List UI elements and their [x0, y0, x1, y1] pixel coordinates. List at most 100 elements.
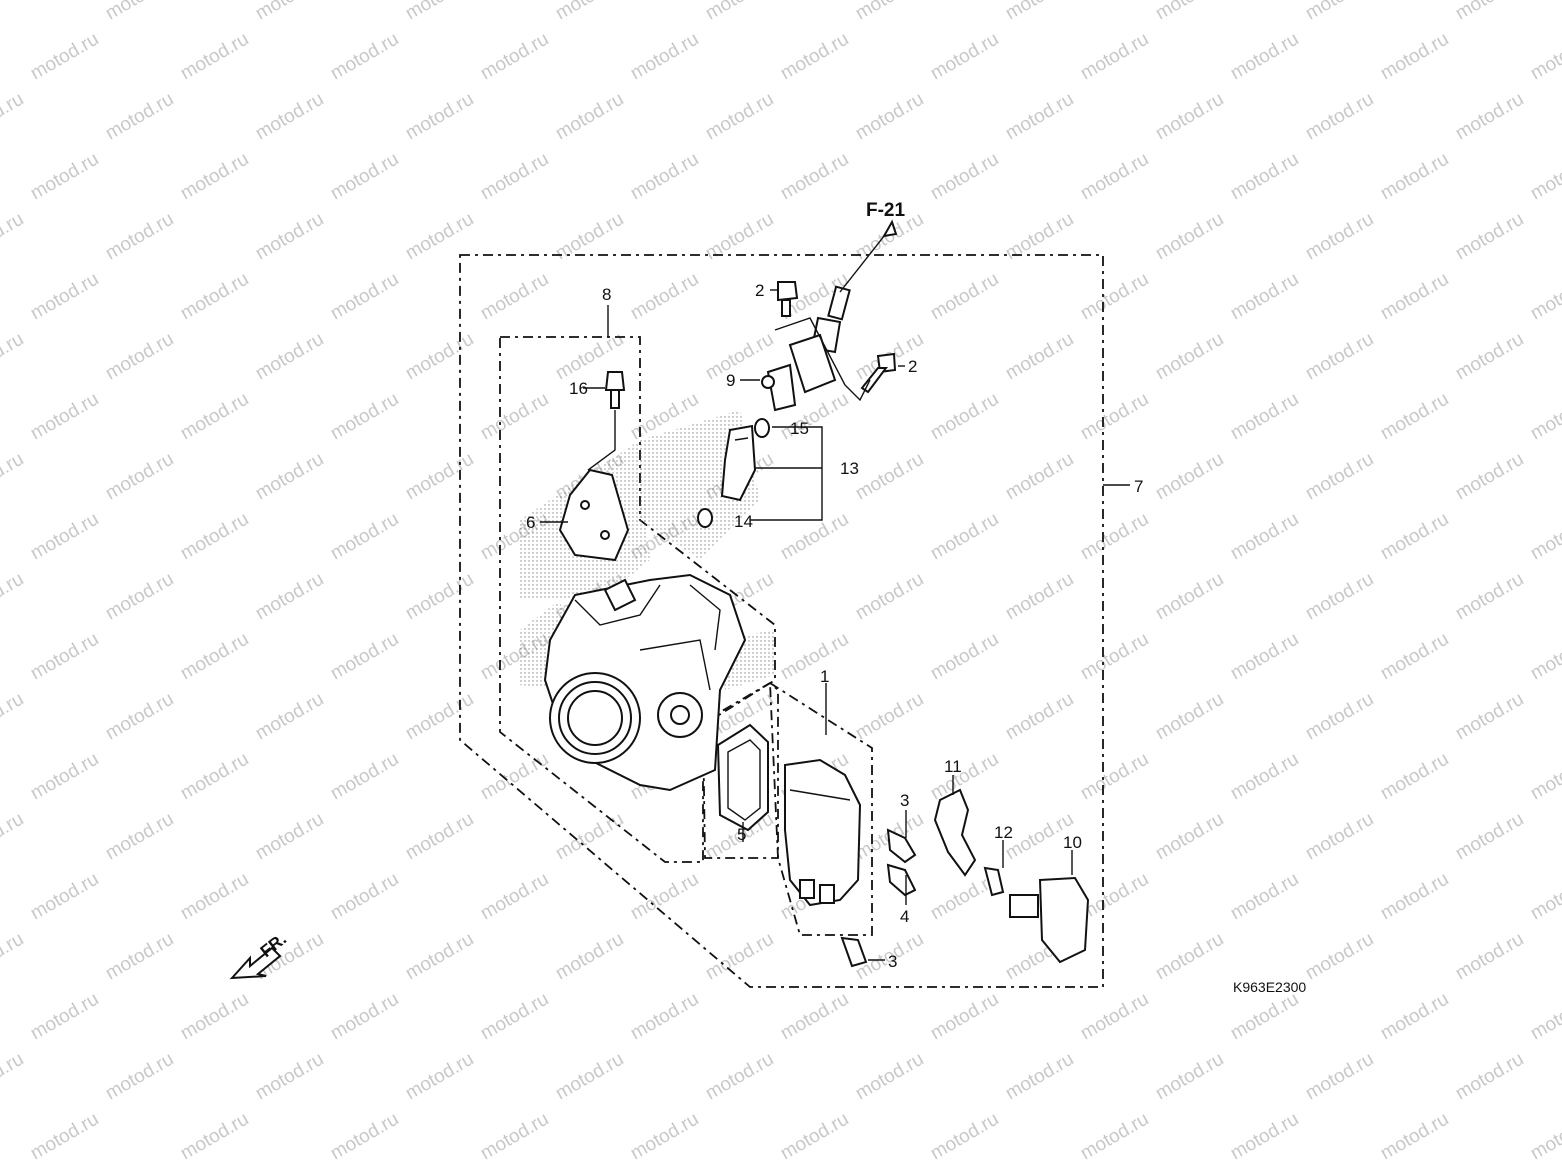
watermark-text: motod.ru [327, 1109, 402, 1165]
watermark-text: motod.ru [1452, 1049, 1527, 1105]
leader-lines [540, 289, 1130, 961]
callout-5: 5 [737, 825, 746, 844]
watermark-text: motod.ru [927, 149, 1002, 205]
callout-16: 16 [569, 379, 588, 398]
leader-line [774, 317, 871, 402]
watermark-text: motod.ru [1077, 869, 1152, 925]
watermark-text: motod.ru [0, 569, 27, 625]
watermark-text: motod.ru [1377, 29, 1452, 85]
watermark-text: motod.ru [252, 689, 327, 745]
watermark-text: motod.ru [1152, 569, 1227, 625]
watermark-text: motod.ru [0, 0, 27, 24]
watermark-text: motod.ru [327, 269, 402, 325]
watermark-text: motod.ru [177, 1109, 252, 1165]
watermark-text: motod.ru [177, 869, 252, 925]
watermark-text: motod.ru [177, 749, 252, 805]
watermark-text: motod.ru [102, 809, 177, 865]
callout-6: 6 [526, 513, 535, 532]
callout-13: 13 [840, 459, 859, 478]
watermark-text: motod.ru [477, 149, 552, 205]
watermark-text: motod.ru [0, 449, 27, 505]
watermark-text: motod.ru [1227, 29, 1302, 85]
watermark-text: motod.ru [927, 269, 1002, 325]
watermark-text: motod.ru [402, 329, 477, 385]
watermark-text: motod.ru [1377, 629, 1452, 685]
watermark-text: motod.ru [627, 989, 702, 1045]
watermark-text: motod.ru [777, 1109, 852, 1165]
watermark-text: motod.ru [1152, 449, 1227, 505]
watermark-text: motod.ru [777, 629, 852, 685]
sensor-part-1 [784, 758, 862, 907]
watermark-text: motod.ru [1302, 569, 1377, 625]
watermark-text: motod.ru [627, 1109, 702, 1165]
watermark-text: motod.ru [1002, 569, 1077, 625]
watermark-text: motod.ru [852, 0, 927, 24]
watermark-text: motod.ru [927, 1109, 1002, 1165]
callout-1: 1 [820, 667, 829, 686]
watermark-text: motod.ru [552, 1049, 627, 1105]
watermark-text: motod.ru [0, 1049, 27, 1105]
bolt-part-16 [604, 371, 626, 409]
watermark-text: motod.ru [1302, 209, 1377, 265]
watermark-text: motod.ru [0, 929, 27, 985]
watermark-text: motod.ru [1227, 1109, 1302, 1165]
screw-part-3-upper [886, 828, 917, 864]
throttle-body-part [543, 573, 747, 792]
watermark-text: motod.ru [552, 929, 627, 985]
callout-4: 4 [900, 907, 909, 926]
watermark-text: motod.ru [102, 0, 177, 24]
watermark-text: motod.ru [852, 1049, 927, 1105]
watermark-text: motod.ru [1302, 449, 1377, 505]
watermark-text: motod.ru [402, 929, 477, 985]
watermark-text: motod.ru [927, 749, 1002, 805]
bracket-part-6 [558, 468, 630, 562]
watermark-text: motod.ru [1227, 989, 1302, 1045]
watermark-text: motod.ru [1452, 809, 1527, 865]
watermark-text: motod.ru [927, 509, 1002, 565]
watermark-text: motod.ru [252, 809, 327, 865]
diagram-code: K963E2300 [1233, 979, 1306, 995]
watermark-text: motod.ru [927, 629, 1002, 685]
watermark-text: motod.ru [0, 809, 27, 865]
watermark-text: motod.ru [477, 29, 552, 85]
watermark-text: motod.ru [1452, 89, 1527, 145]
watermark-text: motod.ru [1527, 509, 1562, 565]
watermark-text: motod.ru [252, 449, 327, 505]
watermark-text: motod.ru [1152, 209, 1227, 265]
watermark-text: motod.ru [1227, 389, 1302, 445]
sensor-part-10 [1009, 876, 1090, 964]
subassembly-outline-8 [499, 336, 776, 863]
watermark-text: motod.ru [1077, 629, 1152, 685]
watermark-text: motod.ru [102, 569, 177, 625]
screw-part-2-upper [777, 281, 799, 317]
watermark-text: motod.ru [552, 809, 627, 865]
watermark-text: motod.ru [1377, 269, 1452, 325]
watermark-text: motod.ru [27, 1109, 102, 1165]
watermark-text: motod.ru [1077, 389, 1152, 445]
watermark-text: motod.ru [1227, 149, 1302, 205]
watermark-text: motod.ru [27, 629, 102, 685]
screw-part-12 [983, 866, 1005, 897]
watermark-text: motod.ru [27, 29, 102, 85]
watermark-text: motod.ru [1227, 269, 1302, 325]
watermark-text: motod.ru [252, 569, 327, 625]
watermark-text: motod.ru [102, 329, 177, 385]
watermark-text: motod.ru [1152, 929, 1227, 985]
watermark-text: motod.ru [177, 269, 252, 325]
watermark-text: motod.ru [177, 629, 252, 685]
watermark-text: motod.ru [252, 329, 327, 385]
watermark-text: motod.ru [1077, 1109, 1152, 1165]
watermark-text: motod.ru [402, 89, 477, 145]
watermark-text: motod.ru [327, 29, 402, 85]
callout-9: 9 [726, 371, 735, 390]
bracket-part-11 [933, 788, 977, 877]
watermark-text: motod.ru [1452, 689, 1527, 745]
oring-part-15 [754, 418, 770, 438]
watermark-text: motod.ru [252, 1049, 327, 1105]
watermark-text: motod.ru [1377, 869, 1452, 925]
watermark-text: motod.ru [102, 209, 177, 265]
watermark-text: motod.ru [1452, 569, 1527, 625]
watermark-text: motod.ru [777, 29, 852, 85]
watermark-text: motod.ru [327, 989, 402, 1045]
watermark-text: motod.ru [0, 209, 27, 265]
